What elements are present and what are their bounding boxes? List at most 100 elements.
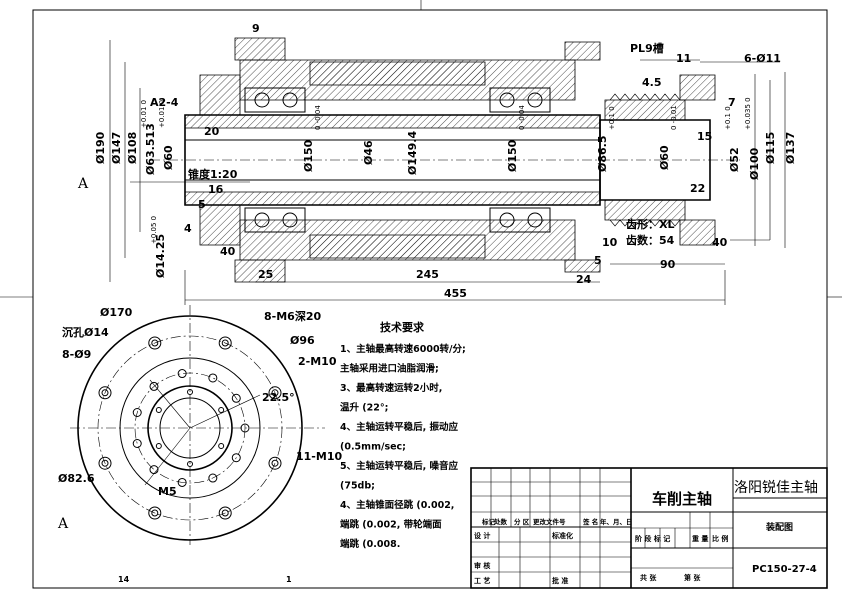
section-mark-a-top: A	[77, 176, 89, 192]
dim-m10b: 11-M10	[296, 450, 342, 463]
outer-bolt-hole-inner	[151, 509, 159, 517]
inner-tapped-hole	[231, 453, 241, 463]
drawing-type: 装配图	[765, 521, 793, 533]
dim-d100: Ø100	[748, 147, 761, 180]
inner-tapped-hole	[149, 465, 159, 475]
outer-bolt-hole	[218, 506, 232, 520]
inner-tapped-hole	[177, 477, 187, 487]
outer-bolt-hole-inner	[271, 389, 279, 397]
outer-bolt-hole	[268, 456, 282, 470]
note-line: 端跳 (0.008.	[340, 538, 400, 550]
dim-9: 9	[252, 22, 260, 35]
rev-label-5: 年、月、日	[600, 517, 633, 526]
dim-d60a: Ø60	[162, 145, 175, 170]
dim-22: 22	[690, 182, 705, 195]
m5-hole	[155, 443, 162, 449]
m5-holes	[155, 389, 225, 467]
dim-m5: M5	[158, 485, 177, 498]
dim-20: 20	[204, 125, 220, 138]
outer-bolt-hole-inner	[151, 339, 159, 347]
outer-bolt-hole	[148, 336, 162, 350]
dim-4: 4	[184, 222, 192, 235]
tooth-count: 齿数：54	[626, 233, 675, 247]
inner-tapped-hole	[177, 369, 187, 379]
sheet-total: 共 张	[640, 573, 657, 582]
dim-90: 90	[660, 258, 676, 271]
border-mark-1: 1	[286, 575, 292, 584]
role-review: 审 核	[474, 561, 490, 570]
sheet-no: 第 张	[684, 573, 701, 582]
outer-bolt-hole	[218, 336, 232, 350]
inner-tapped-hole	[240, 423, 250, 433]
dim-5: 5	[198, 198, 206, 211]
note-line: 4、主轴运转平稳后, 振动应	[340, 421, 459, 433]
inner-tapped-hole	[132, 438, 142, 448]
dim-hole14: 沉孔Ø14	[62, 325, 109, 339]
inner-tapped-hole	[149, 381, 159, 391]
dim-d96: Ø96	[290, 334, 315, 347]
dim-d60b: Ø60	[658, 145, 671, 170]
rear-bearings	[489, 87, 551, 233]
outer-bolt-hole-inner	[221, 339, 229, 347]
notes-title: 技术要求	[380, 320, 425, 334]
dim-d100-tol: +0.035 0	[744, 97, 752, 130]
dim-11: 11	[676, 52, 691, 65]
dim-15: 15	[697, 130, 712, 143]
dim-d52-tol: +0.1 0	[724, 106, 732, 130]
outer-bolt-hole-inner	[101, 389, 109, 397]
drawing-frame	[32, 9, 828, 589]
dim-d150b: Ø150	[506, 139, 519, 172]
dim-d86-tol: +0.1 0	[608, 106, 616, 130]
note-line: 3、最高转速运转2小时,	[340, 382, 442, 394]
rev-label-1: 处数	[493, 517, 508, 526]
dim-angle: 22.5°	[262, 391, 295, 404]
dim-a2-4: A2-4	[150, 96, 179, 109]
border-mark-14: 14	[118, 575, 130, 584]
role-design: 设 计	[474, 531, 490, 540]
dim-d137: Ø137	[784, 132, 797, 164]
dim-taper: 锥度1:20	[188, 167, 238, 181]
role-approve: 批 准	[552, 576, 568, 585]
outer-bolt-hole-inner	[101, 459, 109, 467]
rev-label-3: 更改文件号	[533, 517, 566, 526]
drawing-no: PC150-27-4	[752, 564, 817, 575]
dim-25: 25	[258, 268, 273, 281]
dim-5b: 5	[594, 254, 602, 267]
dim-8-d9: 8-Ø9	[62, 348, 91, 361]
outer-bolt-hole	[98, 456, 112, 470]
dim-455: 455	[444, 287, 467, 300]
dim-d86: Ø86.5	[596, 136, 609, 173]
dim-d150a: Ø150	[302, 139, 315, 172]
dim-40a: 40	[220, 245, 236, 258]
dim-pl9: PL9槽	[630, 41, 664, 55]
role-std: 标准化	[551, 531, 573, 540]
note-line: 5、主轴运转平稳后, 噪音应	[340, 460, 459, 472]
front-bearings	[244, 87, 306, 233]
role-process: 工 艺	[474, 576, 490, 585]
stage-label-2: 比 例	[712, 534, 728, 543]
flange-end-view	[70, 305, 325, 545]
dim-d147: Ø147	[110, 132, 123, 164]
dim-d115: Ø115	[764, 132, 777, 164]
dim-10: 10	[602, 236, 618, 249]
rev-label-0: 标记	[481, 517, 496, 526]
stage-label-1: 重 量	[692, 534, 708, 543]
inner-tapped-holes	[132, 369, 250, 487]
dim-16: 16	[208, 183, 224, 196]
note-line: 端跳 (0.002, 带轮端面	[340, 519, 442, 531]
outer-bolt-hole	[98, 386, 112, 400]
inner-tapped-hole	[208, 473, 218, 483]
dim-m6: 8-M6深20	[264, 309, 321, 323]
title-block	[470, 467, 828, 589]
part-name: 车削主轴	[652, 490, 712, 508]
note-line: (0.5mm/sec;	[340, 442, 406, 453]
dim-d14: Ø14.25	[154, 234, 167, 278]
outer-bolt-hole	[148, 506, 162, 520]
inner-tapped-hole	[132, 408, 142, 418]
outer-bolt-holes	[98, 336, 282, 520]
section-mark-a-bottom: A	[57, 516, 69, 532]
m5-hole	[218, 407, 225, 413]
dim-d150a-tol: 0 -0.04	[314, 105, 322, 130]
dim-m10a: 2-M10	[298, 355, 337, 368]
outer-bolt-hole	[268, 386, 282, 400]
